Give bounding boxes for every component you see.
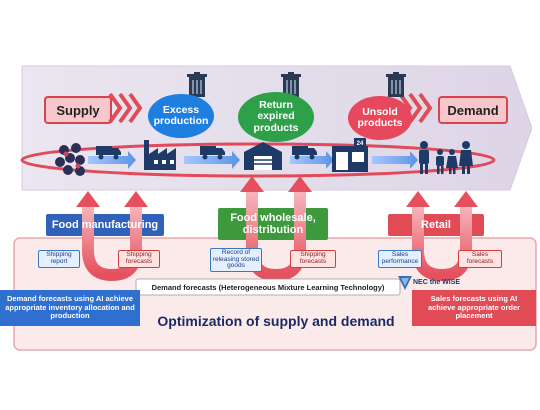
demand-forecasts-label: Demand forecasts (Heterogeneous Mixture …	[151, 282, 385, 292]
bubble-excess-production: Excess production	[148, 94, 214, 138]
trash-can-icon	[187, 72, 207, 97]
bubble-unsold-products: Unsold products	[348, 96, 412, 140]
sector-food-wholesale: Food wholesale, distribution	[230, 211, 316, 236]
sector-food-manufacturing: Food manufacturing	[51, 218, 159, 231]
demand-box: Demand	[438, 96, 508, 124]
trash-can-icon	[386, 72, 406, 97]
nec-logo-icon	[398, 276, 412, 290]
flow-arrows	[88, 151, 418, 169]
right-ai-text: Sales forecasts using AI achieve appropr…	[412, 290, 536, 326]
sector-retail: Retail	[421, 218, 451, 231]
bubble-return-expired-products: Return expired products	[238, 92, 314, 142]
box-shipping-report: Shipping report	[38, 250, 80, 268]
svg-text:24: 24	[357, 141, 364, 147]
convenience-store-icon: 24	[332, 138, 368, 172]
box-shipping-forecasts-1: Shipping forecasts	[118, 250, 160, 268]
optimization-title: Optimization of supply and demand	[157, 313, 395, 329]
demand-forecasts-frame	[135, 278, 401, 296]
box-sales-forecasts: Sales forecasts	[458, 250, 502, 268]
raw-materials-icon	[55, 143, 85, 176]
factory-icon	[144, 140, 176, 170]
demand-label: Demand	[447, 102, 499, 118]
customers-icon	[419, 141, 473, 174]
warehouse-icon	[244, 142, 282, 170]
left-ai-text: Demand forecasts using AI achieve approp…	[0, 290, 140, 326]
truck-icon	[200, 146, 225, 160]
trash-can-icon	[281, 72, 301, 97]
box-sales-performance: Sales performance	[378, 250, 422, 268]
nec-logo-text: NEC the WISE	[413, 279, 461, 286]
pipeline-ellipse	[20, 142, 496, 178]
box-shipping-forecasts-2: Shipping forecasts	[290, 250, 336, 268]
truck-icon	[292, 146, 317, 160]
box-record-releasing: Record of releasing stored goods	[210, 248, 262, 272]
truck-icon	[96, 146, 121, 160]
supply-box: Supply	[44, 96, 112, 124]
supply-chevrons-icon	[108, 92, 143, 124]
supply-label: Supply	[56, 102, 100, 118]
